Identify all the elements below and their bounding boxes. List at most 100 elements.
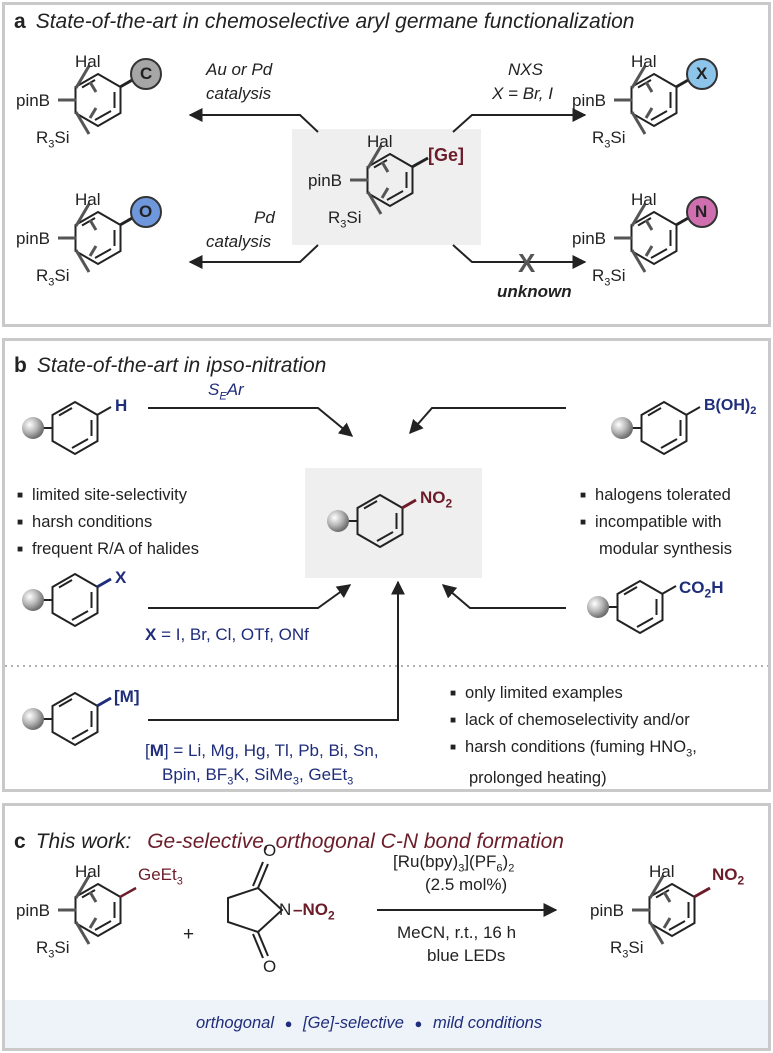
bullet-bottom-2: lack of chemoselectivity and/or <box>450 708 697 735</box>
arrow-to-c <box>188 108 319 133</box>
product-o-structure <box>58 204 135 272</box>
substituent-ball-5 <box>611 417 633 439</box>
boh2-label: B(OH)2 <box>704 397 757 418</box>
panel-c-heading-a: This work: <box>35 830 132 853</box>
product-n-structure <box>614 204 691 272</box>
h-label: H <box>115 396 128 415</box>
panel-b-heading: State-of-the-art in ipso-nitration <box>36 354 327 377</box>
circle-c <box>130 58 162 90</box>
hal-label-x: Hal <box>631 52 657 71</box>
panel-b-letter: b <box>14 354 27 377</box>
substituent-ball-3 <box>22 708 44 730</box>
cond-bl-1: Pd <box>254 208 275 227</box>
panel-c-heading-b: Ge-selective, orthogonal C-N bond format… <box>147 830 564 853</box>
catalyst-line-2: (2.5 mol%) <box>425 875 508 894</box>
m-label: [M] <box>114 687 140 706</box>
bullet-right-2: incompatible with <box>580 510 732 537</box>
r3si-label-product: R3Si <box>610 938 644 961</box>
center-substrate-box <box>292 129 481 245</box>
condition-line-1: MeCN, r.t., 16 h <box>397 923 517 942</box>
arrow-to-x <box>452 108 587 133</box>
cond-tl-1: Au or Pd <box>206 60 273 79</box>
circle-n-label: N <box>695 202 708 221</box>
circle-x <box>686 58 718 90</box>
substituent-ball-2 <box>22 589 44 611</box>
circle-o-label: O <box>139 202 153 221</box>
pinb-label-n: pinB <box>572 229 607 248</box>
r3si-label-c-reactant: R3Si <box>36 938 70 961</box>
arrow-halide <box>148 584 352 609</box>
bullet-left-2: harsh conditions <box>17 510 199 537</box>
banner-sep-1: ● <box>284 1016 293 1031</box>
ge-label-center: [Ge] <box>428 145 464 165</box>
r3si-label-o: R3Si <box>36 266 70 289</box>
arene-co2h-structure <box>602 580 677 634</box>
panel-c-title: c This work: Ge-selective, orthogonal C-N… <box>14 830 564 854</box>
arene-x-structure <box>37 573 112 627</box>
nitroarene-structure <box>342 494 417 548</box>
hal-label-product: Hal <box>649 862 675 881</box>
substituent-ball-1 <box>22 417 44 439</box>
r3si-label-x: R3Si <box>592 128 626 151</box>
arrow-metal <box>148 580 405 721</box>
hal-label-n: Hal <box>631 190 657 209</box>
nitrosuccinimide-structure <box>227 861 284 959</box>
nitro-label: NO2 <box>420 488 453 511</box>
pinb-label-center: pinB <box>308 171 343 190</box>
o-bottom-label: O <box>263 957 277 976</box>
pinb-label-c-reactant: pinB <box>16 901 51 920</box>
cond-bl-2: catalysis <box>206 232 272 251</box>
bullets-right: halogens tolerated incompatible with mod… <box>580 483 732 564</box>
panel-c-letter: c <box>14 830 26 853</box>
pinb-label-o: pinB <box>16 229 51 248</box>
circle-x-label: X <box>696 64 708 83</box>
arrow-sear <box>148 407 354 437</box>
arrow-boronic <box>409 407 566 435</box>
cond-tr-2: X = Br, I <box>492 84 553 103</box>
bullet-bottom-4: prolonged heating) <box>469 769 607 788</box>
arrow-to-o <box>188 244 319 269</box>
circle-n <box>686 196 718 228</box>
arene-m-structure <box>37 692 112 746</box>
panel-a-letter: a <box>14 10 26 33</box>
no2-group-label: –NO2 <box>293 900 335 923</box>
m-definition-line-2: Bpin, BF3K, SiMe3, GeEt3 <box>162 765 354 788</box>
r3si-label-c: R3Si <box>36 128 70 151</box>
circle-c-label: C <box>140 64 153 83</box>
banner-item-2: [Ge]-selective <box>303 1014 404 1032</box>
arene-h-structure <box>37 401 112 455</box>
arrow-to-n <box>452 244 587 269</box>
bullet-left-1: limited site-selectivity <box>17 483 199 510</box>
feature-banner <box>5 1000 768 1048</box>
reactant-germane-structure <box>58 876 137 944</box>
product-no2-label: NO2 <box>712 865 745 888</box>
plus-sign: + <box>183 924 195 945</box>
bullet-right-3: modular synthesis <box>599 540 732 558</box>
bullet-left-3: frequent R/A of halides <box>17 537 199 564</box>
product-x-structure <box>614 66 691 134</box>
cond-tl-2: catalysis <box>206 84 272 103</box>
arene-boh2-structure <box>626 401 701 455</box>
hal-label-c-reactant: Hal <box>75 862 101 881</box>
arrow-carboxylic <box>441 584 566 609</box>
substituent-ball-6 <box>587 596 609 618</box>
cross-mark: X <box>518 248 536 278</box>
sear-label: SEAr <box>208 380 244 403</box>
r3si-label-n: R3Si <box>592 266 626 289</box>
banner-sep-2: ● <box>414 1016 423 1031</box>
feature-banner-text: orthogonal ● [Ge]-selective ● mild condi… <box>196 1014 542 1033</box>
pinb-label-x: pinB <box>572 91 607 110</box>
bullet-bottom-1: only limited examples <box>450 681 697 708</box>
m-definition-line-1: [M] = Li, Mg, Hg, Tl, Pb, Bi, Sn, <box>145 741 379 760</box>
geet3-label: GeEt3 <box>138 865 183 888</box>
o-top-label: O <box>263 841 277 860</box>
substituent-ball-4 <box>327 510 349 532</box>
catalyst-line-1: [Ru(bpy)3](PF6)2 <box>393 852 515 875</box>
bullet-right-1: halogens tolerated <box>580 483 732 510</box>
r3si-label-center: R3Si <box>328 208 362 231</box>
pinb-label-product: pinB <box>590 901 625 920</box>
x-label: X <box>115 568 127 587</box>
condition-line-2: blue LEDs <box>427 946 506 965</box>
